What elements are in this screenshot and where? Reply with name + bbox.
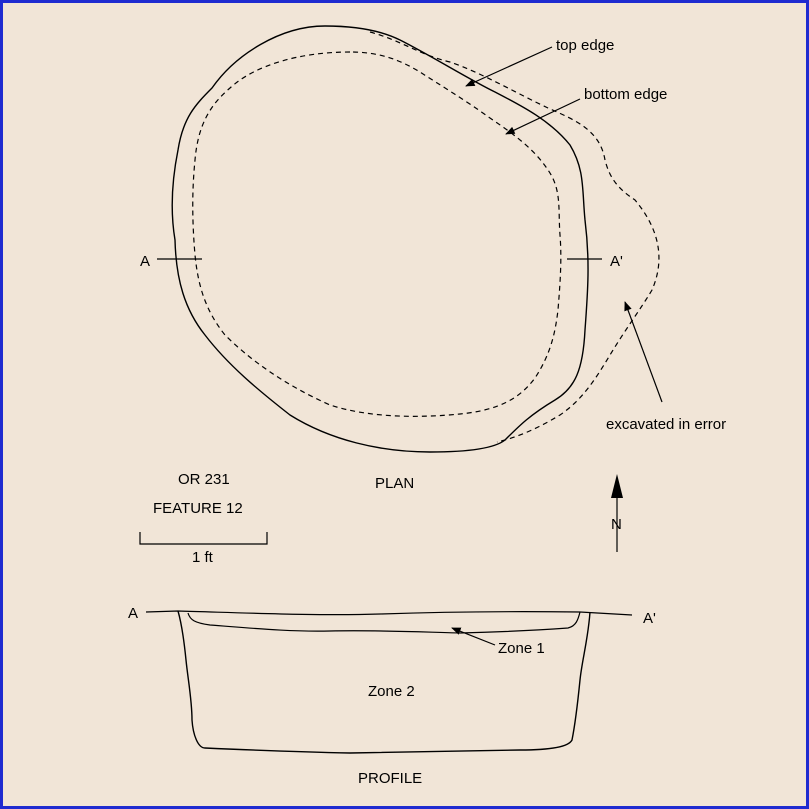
profile-view: A A' Zone 1 Zone 2 PROFILE [128, 605, 656, 787]
top-edge-label: top edge [556, 37, 614, 54]
excavated-in-error-outline [369, 31, 660, 443]
profile-section-label-a: A [128, 605, 138, 622]
plan-section-label-a-prime: A' [610, 253, 623, 270]
zone-1-boundary [187, 611, 581, 634]
scale-bar-label: 1 ft [192, 549, 214, 566]
plan-title: PLAN [375, 475, 414, 492]
plan-section-label-a: A [140, 253, 150, 270]
feature-number: FEATURE 12 [153, 500, 243, 517]
scale-bar-line [139, 532, 268, 545]
pit-top-edge [171, 25, 589, 453]
north-arrow: N [611, 474, 623, 552]
north-label: N [611, 516, 622, 533]
ground-surface-line [145, 610, 633, 616]
profile-title: PROFILE [358, 770, 422, 787]
scale-bar: 1 ft [139, 532, 268, 566]
pit-bottom-edge [192, 51, 562, 417]
site-number: OR 231 [178, 471, 230, 488]
zone-1-label: Zone 1 [498, 640, 545, 657]
excavated-in-error-label: excavated in error [606, 416, 726, 433]
feature-drawing: A A' top edge bottom edge excavated in e… [128, 25, 726, 787]
plan-view: A A' top edge bottom edge excavated in e… [140, 25, 726, 492]
top-edge-leader [465, 46, 553, 87]
profile-section-label-a-prime: A' [643, 610, 656, 627]
pit-profile-outline [177, 610, 591, 754]
zone-2-label: Zone 2 [368, 683, 415, 700]
north-arrow-icon [611, 474, 623, 498]
title-block: OR 231 FEATURE 12 [153, 471, 243, 517]
zone-1-leader [451, 627, 496, 646]
bottom-edge-leader [505, 98, 581, 135]
bottom-edge-label: bottom edge [584, 86, 667, 103]
excavated-in-error-leader [624, 301, 663, 403]
